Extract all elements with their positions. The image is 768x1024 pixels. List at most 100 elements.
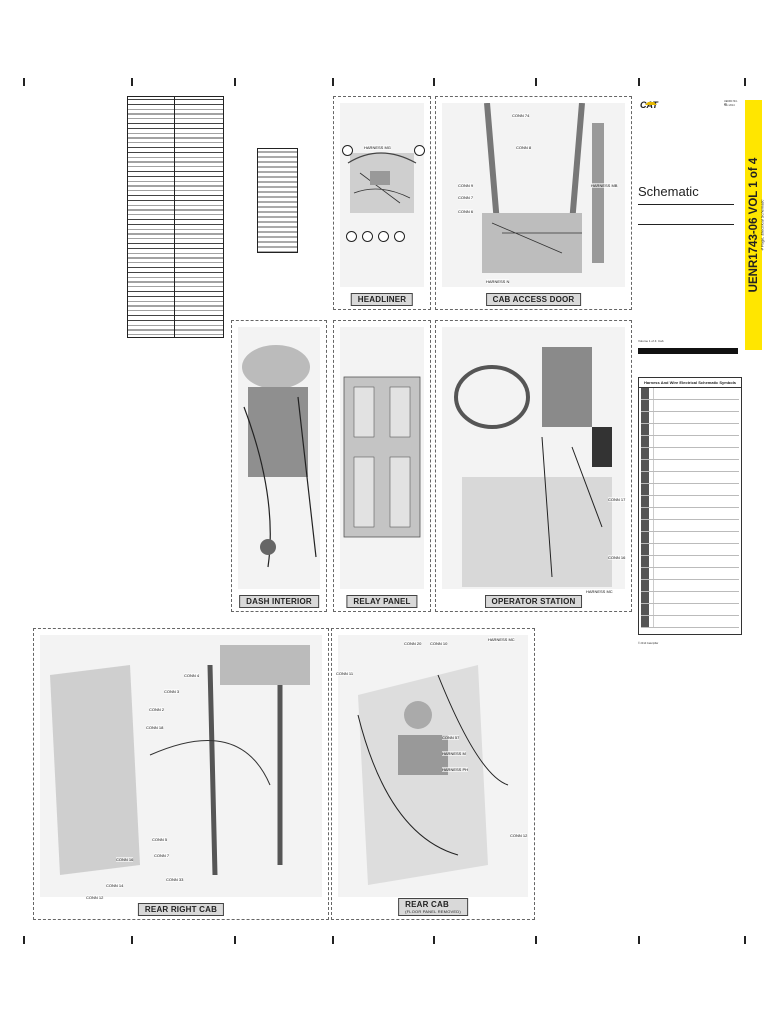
volume-banner: UENR1743-06 VOL 1 of 4 4 Page, Electrica… (745, 100, 764, 350)
rear-cab-illustration (338, 635, 528, 897)
view-caption: OPERATOR STATION (484, 595, 583, 608)
caption-title: REAR CAB (405, 900, 449, 909)
legend-row (641, 496, 739, 508)
crop-mark (128, 936, 136, 944)
callout-label: CONN 7 (154, 853, 170, 858)
callout-label: CONN 14 (106, 883, 124, 888)
callout-label: HARNESS M (442, 751, 466, 756)
callout-label: HARNESS MB (591, 183, 618, 188)
relay-panel-illustration (340, 327, 424, 589)
document-title: Schematic (638, 184, 699, 199)
view-headliner: HARNESS MG HEADLINER (333, 96, 431, 310)
callout-label: HARNESS PH (442, 767, 469, 772)
view-cab-access-door: CONN 74 CONN 8 CONN 9 CONN 7 CONN 6 HARN… (435, 96, 632, 310)
legend-row (641, 568, 739, 580)
crop-mark (430, 78, 438, 86)
legend-row (641, 484, 739, 496)
callout-bubble (346, 231, 357, 242)
view-relay-panel: RELAY PANEL (333, 320, 431, 612)
callout-label: CONN 33 (166, 877, 184, 882)
legend-title: Harness And Wire Electrical Schematic Sy… (639, 378, 741, 388)
crop-mark (635, 78, 643, 86)
view-rear-cab: CONN 20 CONN 10 HARNESS MC CONN 11 CONN … (331, 628, 535, 920)
callout-label: CONN 74 (512, 113, 530, 118)
crop-mark (741, 936, 749, 944)
callout-label: CONN 11 (336, 671, 354, 676)
legend-row (641, 448, 739, 460)
component-location-table (127, 96, 224, 338)
legend-row (641, 556, 739, 568)
legend-row (641, 424, 739, 436)
callout-label: CONN 5 (152, 837, 168, 842)
callout-bubble (362, 231, 373, 242)
rear-right-cab-illustration (40, 635, 322, 897)
operator-station-illustration (442, 327, 625, 589)
callout-label: CONN 12 (510, 833, 528, 838)
callout-label: CONN 6 (458, 209, 474, 214)
callout-bubble (342, 145, 353, 156)
volume-banner-subtitle: 4 Page, Electrical Schematic (759, 199, 764, 251)
doc-number: UENR1743-06 (724, 100, 738, 106)
view-dash-interior: DASH INTERIOR (231, 320, 327, 612)
crop-mark (329, 78, 337, 86)
callout-label: CONN 16 (116, 857, 134, 862)
crop-mark (532, 78, 540, 86)
legend-row (641, 436, 739, 448)
legend-row (641, 508, 739, 520)
crop-mark (430, 936, 438, 944)
volume-bar (638, 348, 738, 354)
view-caption: CAB ACCESS DOOR (485, 293, 582, 306)
legend-row (641, 580, 739, 592)
callout-label: HARNESS MG (364, 145, 391, 150)
callout-label: HARNESS N (486, 279, 510, 284)
view-caption: HEADLINER (350, 293, 414, 306)
legend-row (641, 604, 739, 616)
crop-mark (20, 936, 28, 944)
callout-bubble (414, 145, 425, 156)
volume-caption: Volume 1 of 4: Cab (638, 339, 664, 343)
headliner-illustration (340, 103, 424, 287)
callout-bubble (378, 231, 389, 242)
crop-mark (128, 78, 136, 86)
copyright: © 2014 Caterpillar (638, 642, 659, 645)
callout-label: CONN 57 (442, 735, 460, 740)
legend-row (641, 460, 739, 472)
callout-label: CONN 16 (608, 555, 626, 560)
dash-interior-illustration (238, 327, 320, 589)
view-rear-right-cab: CONN 4 CONN 3 CONN 2 CONN 18 CONN 5 CONN… (33, 628, 329, 920)
callout-bubble (394, 231, 405, 242)
view-caption: REAR RIGHT CAB (137, 903, 225, 916)
doc-date: Nov 2014 (724, 104, 735, 107)
callout-label: HARNESS MC (586, 589, 613, 594)
volume-banner-text: UENR1743-06 VOL 1 of 4 (747, 157, 760, 293)
title-block: CAT UENR1743-06 Nov 2014 Schematic Volum… (636, 96, 742, 656)
callout-label: CONN 18 (146, 725, 164, 730)
callout-label: HARNESS MC (488, 637, 515, 642)
callout-label: CONN 4 (184, 673, 200, 678)
legend-row (641, 412, 739, 424)
view-caption: RELAY PANEL (346, 595, 418, 608)
crop-mark (20, 78, 28, 86)
title-rule (638, 224, 734, 225)
legend-row (641, 544, 739, 556)
callout-label: CONN 12 (86, 895, 104, 900)
legend-row (641, 520, 739, 532)
connector-table (257, 148, 298, 253)
cat-logo: CAT (640, 100, 658, 110)
crop-mark (231, 78, 239, 86)
legend-row (641, 532, 739, 544)
legend-row (641, 592, 739, 604)
crop-mark (231, 936, 239, 944)
view-caption: DASH INTERIOR (239, 595, 319, 608)
crop-mark (635, 936, 643, 944)
legend-row (641, 472, 739, 484)
caption-subtitle: (FLOOR PANEL REMOVED) (405, 909, 461, 914)
crop-mark (329, 936, 337, 944)
view-operator-station: CONN 17 CONN 16 HARNESS MC OPERATOR STAT… (435, 320, 632, 612)
callout-label: CONN 7 (458, 195, 474, 200)
view-caption: REAR CAB (FLOOR PANEL REMOVED) (398, 898, 468, 916)
legend-row (641, 400, 739, 412)
legend-row (641, 616, 739, 628)
callout-label: CONN 2 (149, 707, 165, 712)
title-rule (638, 204, 734, 205)
